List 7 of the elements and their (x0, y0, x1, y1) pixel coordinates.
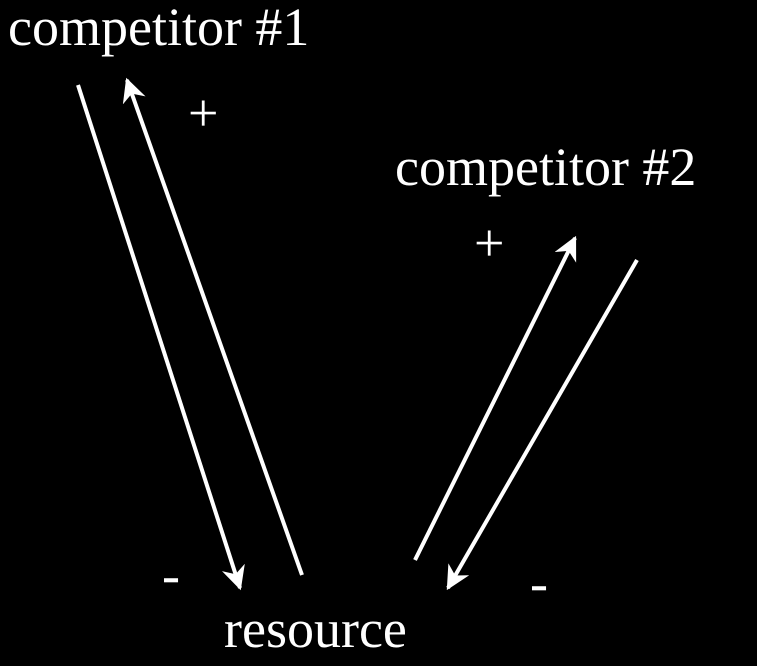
node-label: competitor #1 (8, 0, 310, 58)
arrow (122, 78, 304, 576)
arrow (76, 84, 245, 590)
node-label: competitor #2 (395, 136, 696, 198)
node-label: resource (224, 598, 407, 660)
arrow (446, 259, 639, 590)
arrow (413, 236, 577, 561)
